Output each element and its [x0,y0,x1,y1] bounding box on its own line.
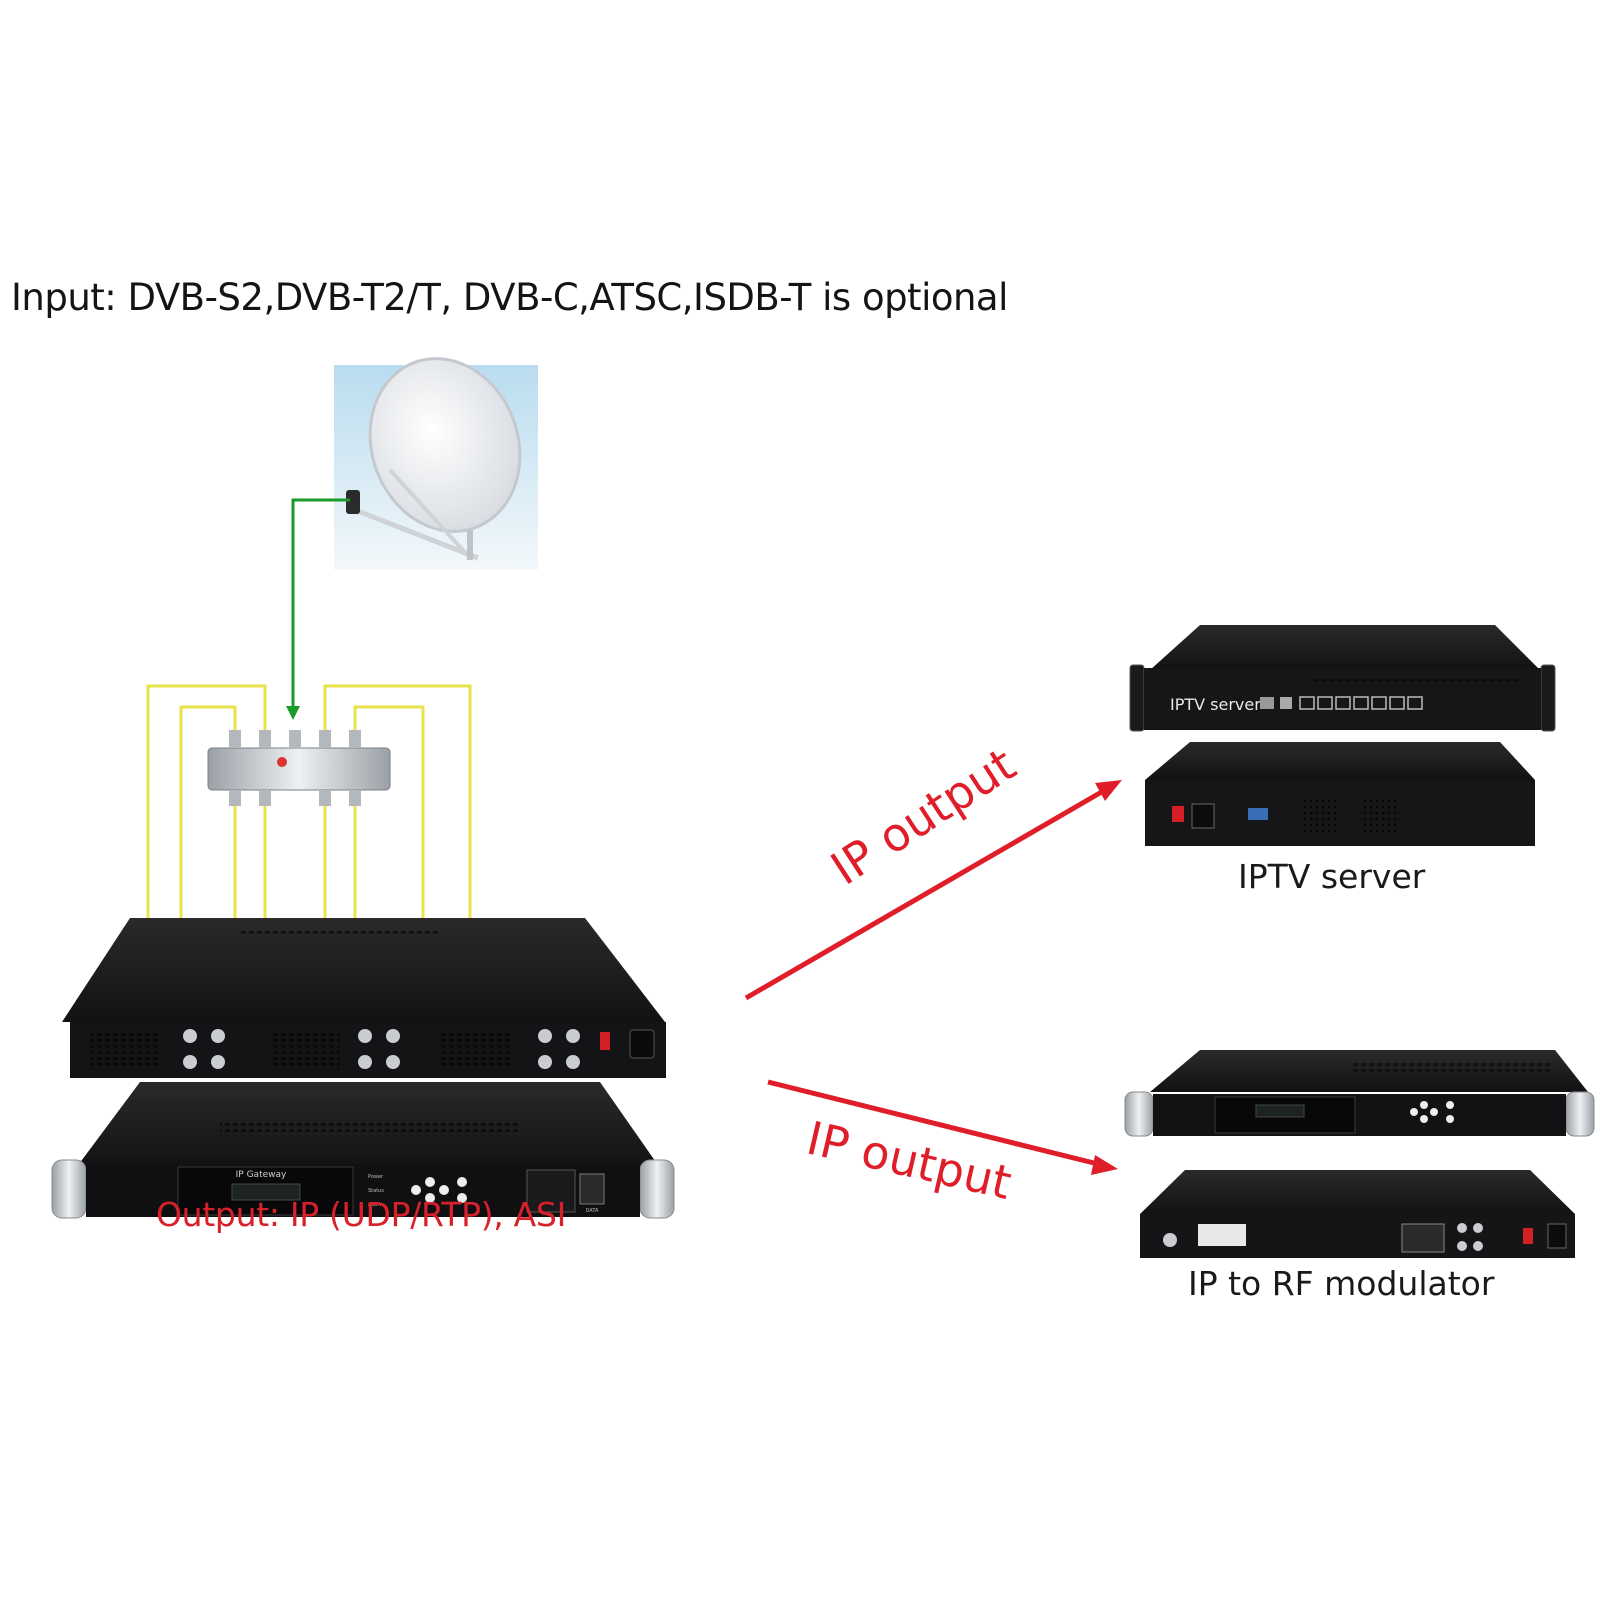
data-jack-label: DATA [586,1208,599,1214]
satellite-dish-photo [334,357,538,570]
led-label-alarm: Alarm [368,1202,383,1208]
splitter-cables [146,684,472,998]
rf-splitter [207,730,391,806]
modulator-front-unit [1124,1050,1595,1137]
iptv-server-front-label: IPTV server [1170,695,1261,714]
gateway-output-label: Output: IP (UDP/RTP), ASI [156,1195,567,1234]
led-label-power: Power [368,1174,384,1180]
iptv-server-rear-unit [1145,742,1535,846]
upper-ip-arrow-line [744,787,1107,1001]
lnb-cable-arrowhead [286,706,300,720]
lower-ip-arrow-head [1091,1155,1118,1175]
led-label-status: Status [368,1188,384,1194]
modulator-rear-unit [1140,1170,1575,1258]
receiver-rear-unit [62,918,666,1078]
upper-ip-arrow-head [1095,780,1122,801]
iptv-server-front-unit: IPTV server [1129,625,1556,732]
lnb-cable [291,498,350,712]
iptv-server-caption: IPTV server [1238,857,1426,896]
gateway-panel-label: IP Gateway [236,1170,287,1180]
lower-ip-arrow-line [767,1079,1099,1167]
ip-gateway-front-unit: IP Gateway Power Status Alarm DATA [51,1082,675,1219]
rf-modulator-caption: IP to RF modulator [1188,1264,1495,1303]
input-standards-title: Input: DVB-S2,DVB-T2/T, DVB-C,ATSC,ISDB-… [11,276,1008,319]
